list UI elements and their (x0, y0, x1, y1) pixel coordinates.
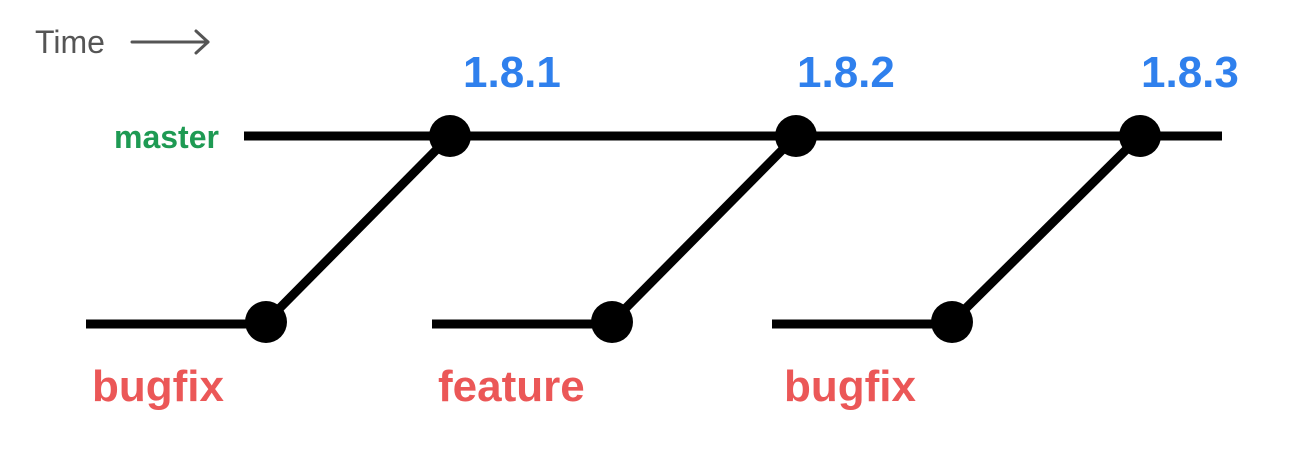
master-branch-label: master (114, 119, 219, 155)
side-branch-1: bugfix (86, 132, 454, 411)
merge-line (262, 132, 454, 326)
master-commit-node-3 (1119, 115, 1161, 157)
side-branch-label: feature (438, 362, 585, 411)
version-label-1: 1.8.1 (463, 48, 561, 97)
time-label: Time (35, 24, 105, 60)
side-branch-2: feature (432, 132, 800, 411)
master-commit-node-1 (429, 115, 471, 157)
time-arrow-icon (130, 29, 210, 55)
version-label-3: 1.8.3 (1141, 48, 1239, 97)
branch-commit-node (591, 301, 633, 343)
merge-line (948, 132, 1144, 326)
branch-commit-node (931, 301, 973, 343)
side-branch-label: bugfix (784, 362, 917, 411)
branch-commit-node (245, 301, 287, 343)
version-label-2: 1.8.2 (797, 48, 895, 97)
master-commit-node-2 (775, 115, 817, 157)
side-branch-label: bugfix (92, 362, 225, 411)
merge-line (608, 132, 800, 326)
side-branch-3: bugfix (772, 132, 1144, 411)
